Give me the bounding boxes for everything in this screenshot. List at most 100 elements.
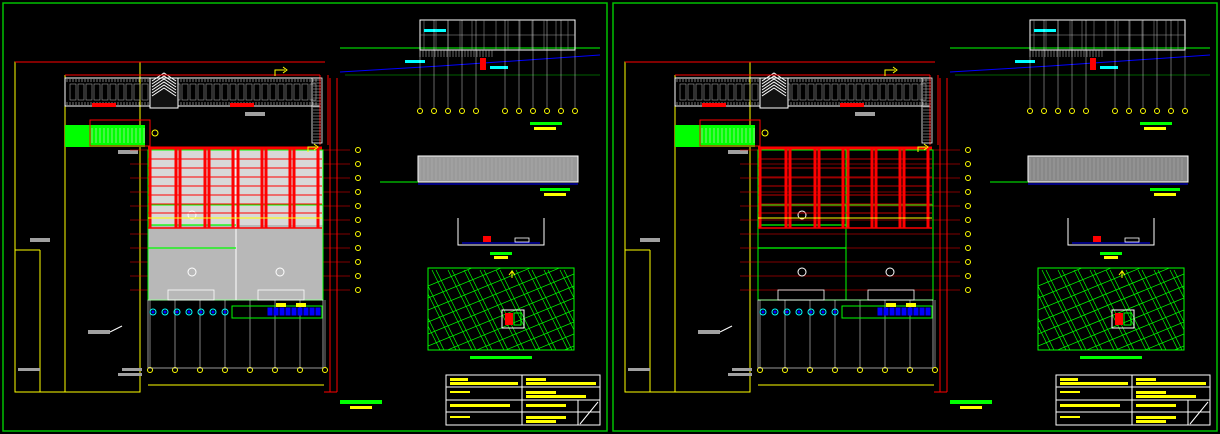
elevation-2 <box>417 155 579 183</box>
title-block <box>1055 374 1211 426</box>
map-street <box>428 293 457 350</box>
tree-symbol-icon <box>819 308 827 316</box>
plan-title-bar <box>350 406 372 409</box>
title-block-text <box>1136 378 1156 381</box>
grid-bubble <box>782 367 788 373</box>
section-cut <box>483 236 491 242</box>
map-street <box>511 269 553 350</box>
map-street <box>1141 269 1183 350</box>
grid-bubble <box>965 161 971 167</box>
label-tag <box>118 373 142 376</box>
bench-unit <box>889 307 895 316</box>
wall-tag <box>840 103 864 107</box>
tree-symbol-icon <box>807 308 815 316</box>
title-block-text <box>1136 416 1176 419</box>
tree-symbol-icon <box>209 308 217 316</box>
map-street <box>1077 269 1119 350</box>
bench-unit <box>895 307 901 316</box>
map-site-marker <box>501 309 525 329</box>
column-bay <box>205 83 213 101</box>
terrain-line <box>949 65 1051 73</box>
grid-bubble <box>445 108 451 114</box>
bench-unit <box>267 307 273 316</box>
map-streets <box>1038 268 1184 350</box>
grid-bubble <box>807 367 813 373</box>
grid-bubble <box>965 217 971 223</box>
grid-bubble <box>965 273 971 279</box>
grid-bubble <box>355 287 361 293</box>
grid-bubble <box>1083 108 1089 114</box>
column-bay <box>197 83 205 101</box>
grid-bubble <box>757 367 763 373</box>
tree-symbol-icon <box>771 308 779 316</box>
label-tag <box>424 29 446 32</box>
title-block-text <box>450 378 468 381</box>
column-bay <box>847 83 855 101</box>
grid-bubble <box>965 175 971 181</box>
map-street <box>563 269 574 291</box>
column-bay <box>277 83 285 101</box>
sheet-frame <box>612 2 1218 432</box>
column-bay <box>109 83 117 101</box>
grid-bubble <box>1041 108 1047 114</box>
map-street <box>1038 285 1184 347</box>
stair-tread <box>761 75 787 85</box>
column-bay <box>285 83 293 101</box>
plan-title-bar <box>950 400 992 404</box>
label-tag <box>728 150 748 154</box>
stair-tread <box>151 72 177 82</box>
map-street <box>1169 269 1184 299</box>
column-bay <box>679 83 687 101</box>
map-street <box>1157 269 1184 323</box>
column-bay <box>855 83 863 101</box>
grid-bubble <box>172 367 178 373</box>
map-street <box>428 268 532 311</box>
map-street <box>1056 297 1184 350</box>
section-detail <box>1124 237 1140 243</box>
grid-bubble <box>355 189 361 195</box>
column-bay <box>807 83 815 101</box>
lower-zone <box>757 299 934 369</box>
bench-unit <box>297 307 303 316</box>
stair-tread <box>761 72 787 82</box>
map-title-bar <box>1080 356 1142 359</box>
grid-bubble <box>965 231 971 237</box>
tree-symbol-icon <box>211 310 215 314</box>
map-streets <box>428 268 574 350</box>
grid-bubble <box>1027 108 1033 114</box>
location-map <box>427 267 575 351</box>
title-block-text <box>450 391 470 393</box>
column-bay <box>799 83 807 101</box>
bench-area <box>699 119 761 147</box>
tree-symbol-icon <box>795 308 803 316</box>
grid-bubble <box>1112 108 1118 114</box>
section-detail <box>514 237 530 243</box>
map-street <box>447 269 489 350</box>
grid-bubble <box>1055 108 1061 114</box>
tree-symbol-icon <box>759 308 767 316</box>
map-street <box>1041 269 1083 350</box>
side-wall <box>921 77 933 144</box>
green-area <box>65 125 145 147</box>
column-bay <box>141 83 149 101</box>
stair-core <box>149 77 179 109</box>
map-street <box>428 268 561 323</box>
title-block-text <box>1136 420 1166 423</box>
north-arrow-icon <box>1118 270 1126 276</box>
title-block-diagonal <box>1189 401 1209 425</box>
grid-bubble <box>502 108 508 114</box>
label-tag <box>88 330 110 334</box>
stair-tread <box>761 81 787 91</box>
map-title-bar <box>470 356 532 359</box>
column-bay <box>261 83 269 101</box>
tree-symbol-icon <box>161 308 169 316</box>
map-street <box>1085 309 1184 350</box>
wall-tag <box>230 103 254 107</box>
grid-bubble <box>355 231 361 237</box>
label-tag <box>1100 66 1118 69</box>
column-bay <box>181 83 189 101</box>
label-tag <box>296 303 306 307</box>
grid-bubble <box>544 108 550 114</box>
section-marker-icon <box>313 143 319 151</box>
grid-bubble <box>572 108 578 114</box>
